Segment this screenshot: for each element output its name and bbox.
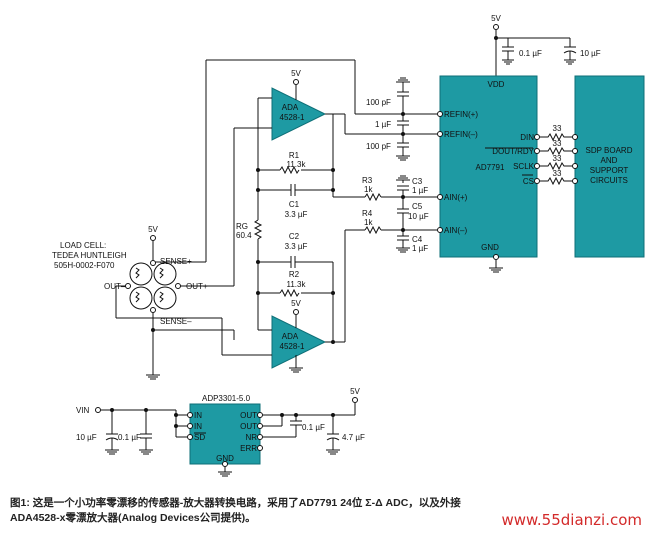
ldo-nr: NR: [245, 433, 257, 442]
sdp-line1: SDP BOARD: [586, 146, 633, 155]
c2-label: C2: [289, 232, 300, 241]
cs-label: CS: [523, 177, 534, 186]
cap-100pf-bot: 100 pF: [366, 142, 391, 151]
amp1: ADA 4528-1 5V: [257, 69, 437, 220]
ldo-regulator: ADP3301-5.0 IN IN SD OUT OUT NR ERR GND …: [76, 387, 365, 477]
r2-value: 11.3k: [287, 280, 307, 289]
refin-p-label: REFIN(+): [444, 110, 478, 119]
sdp-line4: CIRCUITS: [590, 176, 628, 185]
r33-3: 33: [553, 154, 562, 163]
ain-n-label: AIN(–): [444, 226, 467, 235]
sense-p-label: SENSE+: [160, 257, 192, 266]
r3-label: R3: [362, 176, 373, 185]
sdp-line3: SUPPORT: [590, 166, 629, 175]
din-label: DIN: [520, 133, 534, 142]
ldo-5v: 5V: [350, 387, 360, 396]
c2-value: 3.3 µF: [285, 242, 308, 251]
reference-wiring: [115, 59, 403, 356]
rg-label: RG: [236, 222, 248, 231]
ldo-name: ADP3301-5.0: [202, 394, 251, 403]
amp2-name1: ADA: [282, 332, 299, 341]
c3-value: 1 µF: [412, 186, 428, 195]
adc-name: AD7791: [476, 163, 505, 172]
c3-label: C3: [412, 177, 423, 186]
r33-4: 33: [553, 169, 562, 178]
ldo-in2: IN: [194, 422, 202, 431]
r4-label: R4: [362, 209, 373, 218]
sdp-board: SDP BOARD AND SUPPORT CIRCUITS: [572, 75, 645, 258]
lc-line1: LOAD CELL:: [60, 241, 106, 250]
ldo-in1: IN: [194, 411, 202, 420]
lc-5v: 5V: [148, 225, 158, 234]
out-n-label: OUT–: [104, 282, 126, 291]
ain-p-label: AIN(+): [444, 193, 468, 202]
feedback-network: R1 11.3k C1 3.3 µF RG 60.4 C2 3.3 µF R: [236, 113, 365, 344]
r4-value: 1k: [364, 218, 373, 227]
ldo-err: ERR: [240, 444, 257, 453]
cap-0p1-nr: 0.1 µF: [302, 423, 325, 432]
ldo-out2: OUT: [240, 422, 257, 431]
amp2-5v: 5V: [291, 299, 301, 308]
input-filter: R3 1k C3 1 µF C5 10 µF R4 1k C4 1 µF: [345, 175, 437, 253]
cap-0p1-in: 0.1 µF: [118, 433, 141, 442]
caption-line2: ADA4528-x零漂放大器(Analog Devices公司提供)。: [10, 512, 256, 524]
dout-label: DOUT/RDY: [492, 147, 534, 156]
cap-10-label: 10 µF: [580, 49, 601, 58]
refin-n-label: REFIN(–): [444, 130, 478, 139]
amp1-name1: ADA: [282, 103, 299, 112]
cap-1uf-mid: 1 µF: [375, 120, 391, 129]
amp1-5v: 5V: [291, 69, 301, 78]
lc-line2: TEDEA HUNTLEIGH: [52, 251, 127, 260]
c5-value: 10 µF: [408, 212, 429, 221]
r2-label: R2: [289, 270, 300, 279]
ldo-gnd: GND: [216, 454, 234, 463]
load-cell: LOAD CELL: TEDEA HUNTLEIGH 505H-0002-F07…: [52, 225, 235, 380]
ldo-out1: OUT: [240, 411, 257, 420]
c4-label: C4: [412, 235, 423, 244]
caption-line1: 图1: 这是一个小功率零漂移的传感器-放大器转换电路，采用了AD7791 24位…: [10, 497, 461, 509]
r1-value: 11.3k: [287, 160, 307, 169]
refin-network: 100 pF 1 µF 100 pF: [366, 77, 437, 161]
amp2: ADA 4528-1 5V: [258, 230, 346, 373]
cap-0p1-label: 0.1 µF: [519, 49, 542, 58]
ldo-sd: SD: [194, 433, 205, 442]
r33-1: 33: [553, 124, 562, 133]
cap-4p7: 4.7 µF: [342, 433, 365, 442]
schematic: 5V 0.1 µF 10 µF VDD REFIN(+) REFIN(–) AI…: [52, 14, 645, 477]
cap-100pf-top: 100 pF: [366, 98, 391, 107]
series-resistors: 33 33 33 33: [540, 124, 572, 186]
ad7791-chip: VDD REFIN(+) REFIN(–) AIN(+) AIN(–) AD77…: [437, 75, 540, 273]
sense-n-label: SENSE–: [160, 317, 192, 326]
lc-line3: 505H-0002-F070: [54, 261, 115, 270]
sdp-line2: AND: [601, 156, 618, 165]
c1-label: C1: [289, 200, 300, 209]
r1-label: R1: [289, 151, 300, 160]
amp2-name2: 4528-1: [280, 342, 305, 351]
watermark: www.55dianzi.com: [501, 511, 642, 529]
r3-value: 1k: [364, 185, 373, 194]
vdd-pin-label: VDD: [488, 80, 505, 89]
vdd-5v-label: 5V: [491, 14, 501, 23]
vin-label: VIN: [76, 406, 90, 415]
vdd-supply: 5V 0.1 µF 10 µF: [491, 14, 601, 76]
amp1-name2: 4528-1: [280, 113, 305, 122]
cap-10uf-in: 10 µF: [76, 433, 97, 442]
c4-value: 1 µF: [412, 244, 428, 253]
adc-gnd-label: GND: [481, 243, 499, 252]
rg-value: 60.4: [236, 231, 252, 240]
figure-caption: 图1: 这是一个小功率零漂移的传感器-放大器转换电路，采用了AD7791 24位…: [10, 496, 570, 526]
c1-value: 3.3 µF: [285, 210, 308, 219]
sclk-label: SCLK: [513, 162, 535, 171]
out-p-label: OUT+: [186, 282, 208, 291]
r33-2: 33: [553, 139, 562, 148]
c5-label: C5: [412, 202, 423, 211]
